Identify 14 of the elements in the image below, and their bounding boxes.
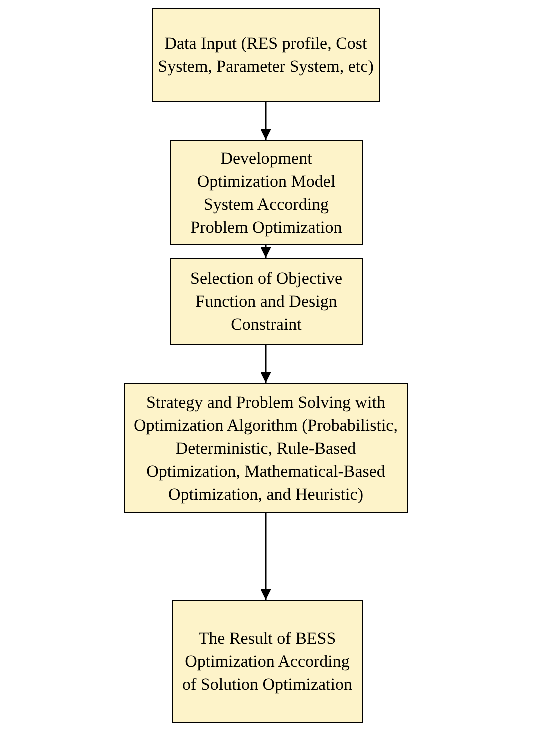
process-box (170, 140, 363, 245)
process-box (152, 8, 380, 102)
process-box (172, 600, 363, 723)
box-text: Development Optimization Model System According Problem Optimization (190, 148, 344, 238)
arrow (260, 345, 272, 383)
box-text: Selection of Objective Function and Design Constraint (189, 268, 344, 336)
box-text: Data Input (RES profile, Cost System, Parameter System, etc) (157, 33, 375, 78)
box-text: Strategy and Problem Solving with Optimization Algorithm (Probabilistic, Deterministic, Rule-Based Optimization, Mathematical-Based Optimization, and Heuristic) (133, 392, 399, 506)
process-box (124, 383, 408, 513)
arrow (260, 102, 272, 140)
process-box (170, 258, 363, 345)
box-text: The Result of BESS Optimization According of Solution Optimization (182, 628, 354, 696)
arrow (260, 245, 272, 258)
arrow (260, 513, 272, 600)
